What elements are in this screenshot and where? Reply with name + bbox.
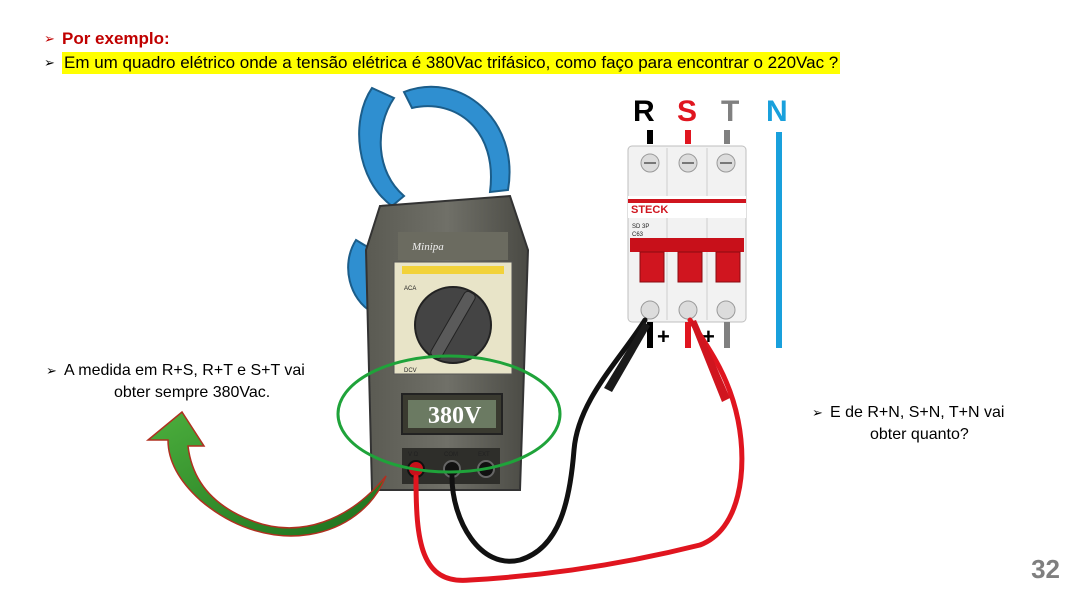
red-probe: [690, 320, 730, 402]
display-highlight-ellipse: [336, 354, 562, 474]
phase-wire-s-top: [685, 130, 691, 144]
phase-wire-s-bottom: [685, 322, 691, 348]
phase-wire-r-top: [647, 130, 653, 144]
neutral-wire: [776, 132, 782, 348]
note-right-line2: obter quanto?: [870, 426, 969, 443]
phase-label-n: N: [766, 95, 788, 128]
note-left-line2: obter sempre 380Vac.: [114, 384, 271, 401]
multimeter: Minipa ACA DCV 380V V Ω COM EXT: [364, 194, 530, 491]
question-bullet: ➢ Em um quadro elétrico onde a tensão el…: [44, 52, 841, 74]
title-bullet: ➢ Por exemplo:: [44, 28, 170, 50]
port-label-ext: EXT: [478, 452, 490, 458]
curved-arrow-icon: [145, 410, 387, 537]
circuit-breaker: STECK SD 3P C63: [627, 145, 747, 323]
breaker-brand: STECK: [631, 204, 668, 216]
red-test-lead: [413, 317, 745, 583]
plus-sign-rs: +: [657, 324, 670, 349]
phase-wire-t-top: [724, 130, 730, 144]
slide-title: Por exemplo:: [62, 29, 170, 48]
phase-label-t: T: [721, 95, 739, 128]
note-right-line1: E de R+N, S+N, T+N vai: [830, 404, 1005, 421]
range-label-dcv: DCV: [404, 368, 417, 374]
bullet-arrow-icon: ➢: [812, 405, 823, 420]
phase-label-r: R: [633, 95, 655, 128]
note-right: ➢ E de R+N, S+N, T+N vai obter quanto?: [812, 402, 1042, 446]
multimeter-brand: Minipa: [411, 241, 444, 253]
black-probe: [604, 322, 650, 392]
multimeter-display: 380V: [428, 403, 482, 429]
question-text: Em um quadro elétrico onde a tensão elét…: [62, 52, 841, 74]
breaker-model: SD 3P: [632, 224, 649, 230]
phase-wire-r-bottom: [647, 322, 653, 348]
range-label-aca: ACA: [404, 286, 416, 292]
port-label-v: V Ω: [408, 452, 419, 458]
port-label-com: COM: [444, 452, 458, 458]
phase-label-s: S: [677, 95, 697, 128]
note-left-line1: A medida em R+S, R+T e S+T vai: [64, 362, 305, 379]
black-test-lead: [449, 317, 648, 564]
phase-wire-t-bottom: [724, 322, 730, 348]
note-left: ➢ A medida em R+S, R+T e S+T vai obter s…: [46, 360, 346, 404]
breaker-rating: C63: [632, 232, 644, 238]
page-number: 32: [1031, 554, 1060, 584]
bullet-arrow-icon: ➢: [46, 363, 57, 378]
bullet-arrow-icon: ➢: [44, 55, 55, 70]
bullet-arrow-icon: ➢: [44, 31, 55, 46]
